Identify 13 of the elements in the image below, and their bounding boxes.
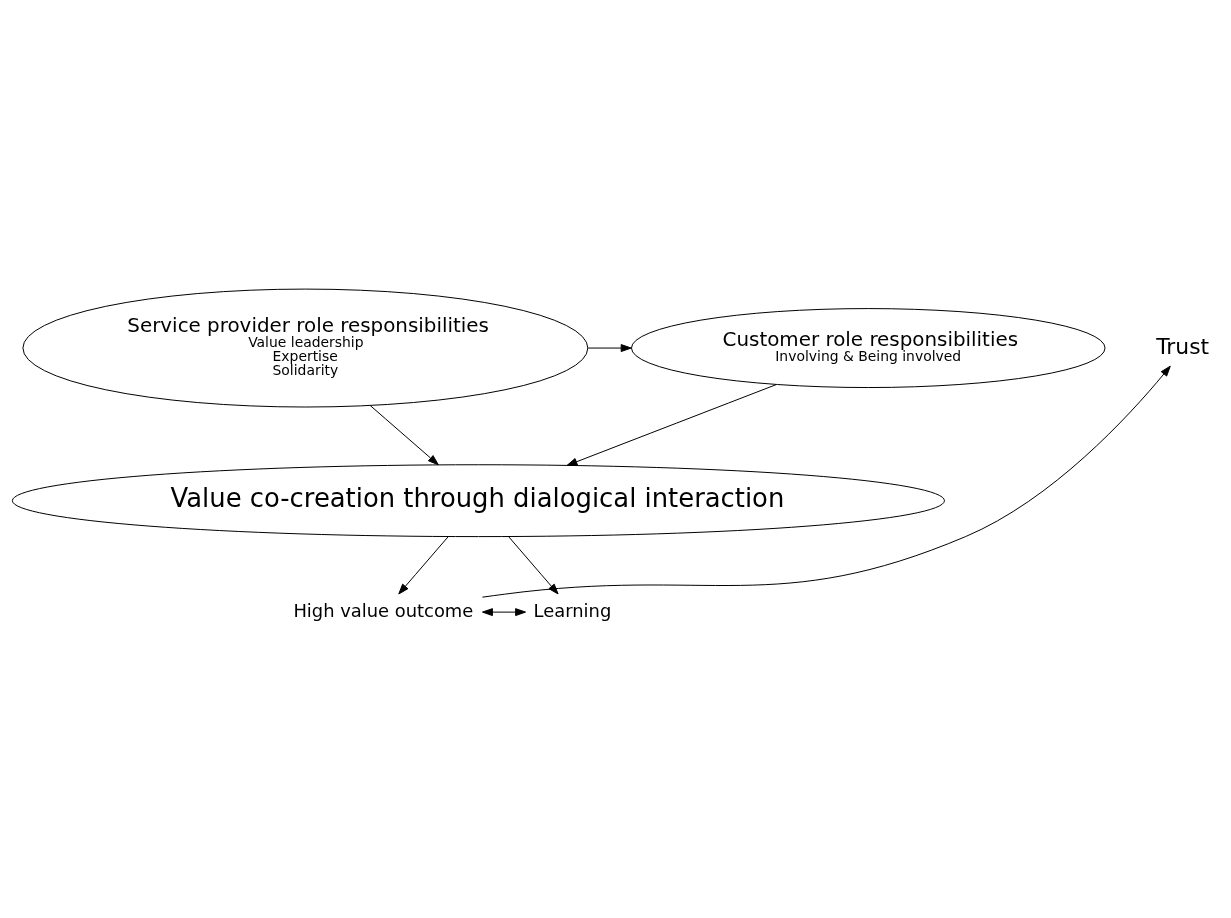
node-text: High value outcome	[293, 599, 474, 620]
arrow	[587, 343, 632, 352]
arrow	[481, 365, 1171, 598]
arrow	[481, 607, 527, 616]
node-ellipse: Value co-creation through dialogical interaction	[11, 463, 945, 537]
arrow	[508, 535, 559, 594]
node-text: Trust	[1156, 333, 1210, 359]
arrow	[566, 383, 777, 466]
node-ellipse: Service provider role responsibilities Value leadership Expertise Solidarity	[22, 288, 589, 407]
arrow	[398, 535, 449, 594]
node-ellipse: Customer role responsibilities Involving & Being involved	[631, 307, 1106, 388]
arrow	[369, 404, 439, 465]
node-text: Learning	[533, 599, 612, 620]
